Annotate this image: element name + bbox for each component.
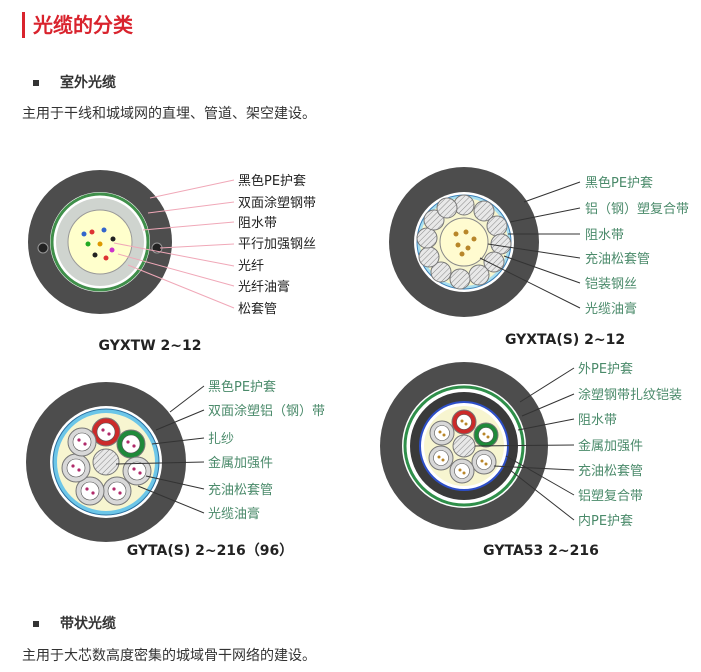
gytas-label-2: 扎纱 <box>208 432 234 447</box>
gyxtw-label-6: 松套管 <box>238 301 277 317</box>
gyxtas-label-5: 光缆油膏 <box>585 301 637 317</box>
gyta53-label-4: 充油松套管 <box>578 463 643 479</box>
cable-gyxtas: 黑色PE护套 铝（钢）塑复合带 阻水带 充油松套管 铠装钢丝 光缆油膏 GYXT… <box>389 167 689 348</box>
gytas-label-3: 金属加强件 <box>208 455 273 471</box>
cable-gyxtw: 黑色PE护套 双面涂塑钢带 阻水带 平行加强钢丝 光纤 光纤油膏 松套管 GYX… <box>28 170 316 354</box>
outdoor-description: 主用于干线和城域网的直埋、管道、架空建设。 <box>22 106 316 122</box>
gyxtas-leader-lines <box>479 181 581 309</box>
gyta53-label-2: 阻水带 <box>578 413 617 428</box>
gyta53-leader-lines <box>474 367 575 521</box>
gyxtw-label-4: 光纤 <box>238 259 264 274</box>
cable-gytas: 黑色PE护套 双面涂塑铝（钢）带 扎纱 金属加强件 充油松套管 光缆油膏 GYT… <box>26 379 325 559</box>
cable-gyta53: 外PE护套 涂塑钢带扎纹铠装 阻水带 金属加强件 充油松套管 铝塑复合带 内PE… <box>380 361 682 559</box>
gyxtw-strength-wire-left <box>37 242 49 254</box>
gytas-label-0: 黑色PE护套 <box>208 379 276 395</box>
gyxtas-label-4: 铠装钢丝 <box>585 276 637 292</box>
gyxtw-steel-tape <box>50 192 150 292</box>
section-title-bar <box>22 12 25 38</box>
bullet-icon <box>33 621 39 627</box>
gyxtas-label-3: 充油松套管 <box>585 251 650 267</box>
gyta53-label-6: 内PE护套 <box>578 513 633 529</box>
gyxtas-label-1: 铝（钢）塑复合带 <box>585 202 689 217</box>
gytas-label-4: 充油松套管 <box>208 482 273 498</box>
gyta53-fibers <box>437 419 490 475</box>
gyta53-label-5: 铝塑复合带 <box>578 489 643 504</box>
section-title: 光缆的分类 <box>33 13 133 37</box>
gyxtw-model-name: GYXTW 2~12 <box>99 338 202 354</box>
outdoor-heading: 室外光缆 <box>60 75 116 91</box>
gyxtas-fibers <box>453 229 477 257</box>
gyxtw-label-5: 光纤油膏 <box>238 279 290 295</box>
gyta53-label-3: 金属加强件 <box>578 438 643 454</box>
gytas-strength-member <box>92 448 120 476</box>
ribbon-description: 主用于大芯数高度密集的城域骨干网络的建设。 <box>22 648 316 664</box>
ribbon-heading: 带状光缆 <box>60 616 116 632</box>
gyxtw-label-3: 平行加强钢丝 <box>238 237 316 252</box>
gytas-label-1: 双面涂塑铝（钢）带 <box>208 403 325 419</box>
cable-cross-sections-figure: 黑色PE护套 双面涂塑钢带 阻水带 平行加强钢丝 光纤 光纤油膏 松套管 GYX… <box>26 167 689 559</box>
gyxtas-armor-wires <box>416 194 512 290</box>
gyxtw-label-1: 双面涂塑钢带 <box>238 195 316 211</box>
gyta53-label-1: 涂塑钢带扎纹铠装 <box>578 387 682 403</box>
gyxtw-label-0: 黑色PE护套 <box>238 173 306 189</box>
gyxtas-label-2: 阻水带 <box>585 228 624 243</box>
gyta53-strength-member <box>452 434 476 458</box>
gytas-leader-lines <box>115 385 205 514</box>
gytas-fibers <box>71 428 142 495</box>
gytas-tube-cores <box>66 422 147 501</box>
gyta53-model-name: GYTA53 2~216 <box>483 543 599 559</box>
gyxtas-label-0: 黑色PE护套 <box>585 175 653 191</box>
gytas-model-name: GYTA(S) 2~216（96） <box>127 543 294 559</box>
gyta53-label-0: 外PE护套 <box>578 361 633 377</box>
gyta53-tube-cores <box>433 414 494 479</box>
gytas-label-5: 光缆油膏 <box>208 506 260 522</box>
gyxtw-leader-lines <box>113 179 235 309</box>
gyxtw-label-2: 阻水带 <box>238 216 277 231</box>
gyxtas-model-name: GYXTA(S) 2~12 <box>505 332 625 348</box>
gyxtw-fibers <box>81 227 116 261</box>
bullet-icon <box>33 80 39 86</box>
gyxtas-loose-tube <box>439 217 489 267</box>
